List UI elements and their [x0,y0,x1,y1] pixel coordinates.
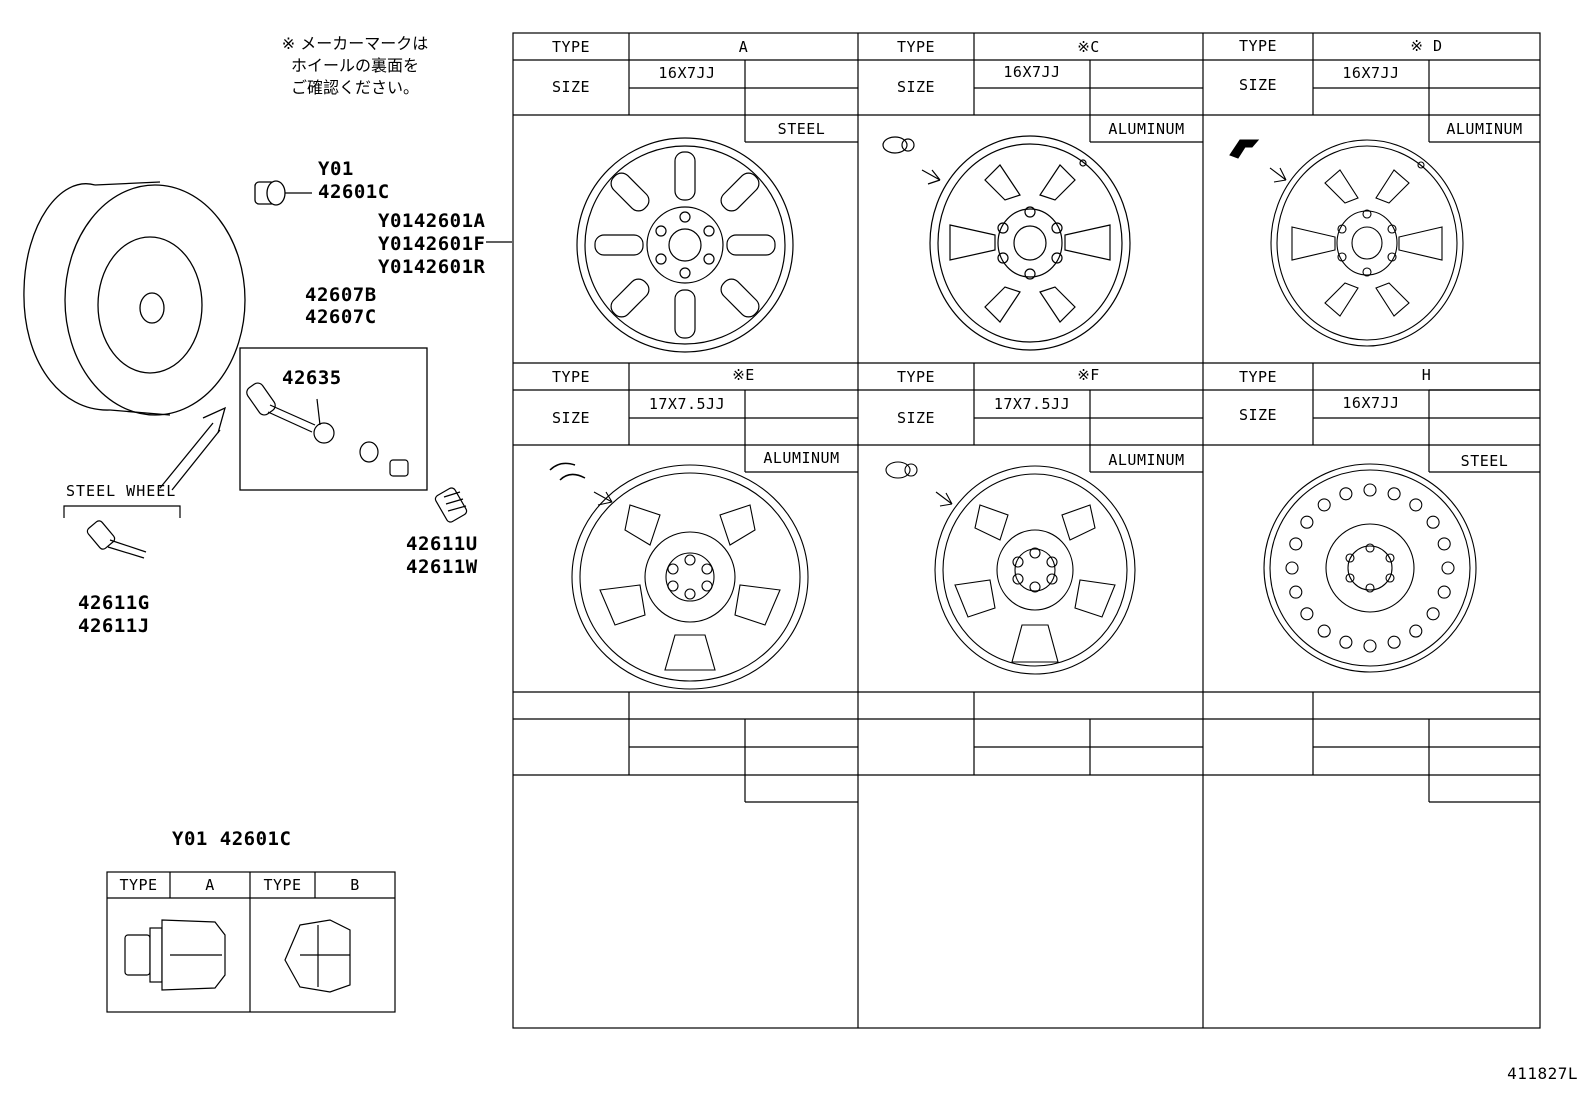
size-label-e: SIZE [551,409,591,427]
nut-type-table-grid [106,871,396,1013]
valve-kit-box [239,347,428,491]
wheel-type-a: A [738,38,749,56]
type-label-a: TYPE [551,38,591,56]
wheel-h-hole [1426,515,1440,529]
part-wheel-id-3[interactable]: Y0142601R [378,256,486,278]
wheel-material-c: ALUMINUM [1108,120,1185,138]
wheel-material-e: ALUMINUM [763,449,840,467]
wheel-h-hole [1387,487,1401,501]
wheel-size-d: 16X7JJ [1342,64,1400,82]
part-valve-steel-b[interactable]: 42611J [78,615,150,637]
nut-type-a-drawing [124,919,226,991]
wheel-drum-drawing [23,181,246,416]
part-valve-core[interactable]: 42635 [282,367,342,389]
wheel-f-drawing [885,461,1136,675]
wheel-h-hole [1289,537,1303,551]
wheel-material-d: ALUMINUM [1446,120,1523,138]
part-valve-steel-a[interactable]: 42611G [78,592,150,614]
part-wheel-id-2[interactable]: Y0142601F [378,233,486,255]
type-label-f: TYPE [896,368,936,386]
wheel-type-d: ※ D [1410,37,1443,55]
part-nut-label-a[interactable]: Y01 [318,158,354,180]
type-label-d: TYPE [1238,37,1278,55]
nut-table-type-b: B [350,876,360,894]
maker-mark-note: ※ メーカーマークは ホイールの裏面を ご確認ください。 [245,33,465,99]
type-label-h: TYPE [1238,368,1278,386]
wheel-h-hole [1409,498,1423,512]
size-label-f: SIZE [896,409,936,427]
wheel-a-drawing [576,137,794,353]
nut-table-type-label-b: TYPE [263,876,302,894]
note-line-2: ホイールの裏面を [290,56,419,75]
wheel-h-hole [1437,585,1451,599]
wheel-h-hole [1285,561,1299,575]
part-wheel-id-1[interactable]: Y0142601A [378,210,486,232]
wheel-size-h: 16X7JJ [1342,394,1400,412]
note-line-1: ※ メーカーマークは [281,34,429,53]
steel-wheel-bracket [63,505,181,518]
type-label-e: TYPE [551,368,591,386]
part-valve-set-b[interactable]: 42607C [305,306,377,328]
wheel-type-c: ※C [1077,38,1100,56]
wheel-nut-drawing [254,180,312,206]
wheel-h-hole [1437,537,1451,551]
wheel-h-hole [1426,607,1440,621]
nut-table-type-label-a: TYPE [119,876,158,894]
valve-cap-drawing [434,487,468,523]
part-nut-label-b[interactable]: 42601C [318,181,390,203]
type-label-c: TYPE [896,38,936,56]
wheel-type-h: H [1421,366,1432,384]
valve-kit-drawing [246,382,409,477]
wheel-h-hole [1300,515,1314,529]
wheel-material-f: ALUMINUM [1108,451,1185,469]
wheel-size-c: 16X7JJ [1003,63,1061,81]
wheel-h-hole [1409,624,1423,638]
wheel-h-hole [1387,635,1401,649]
wheel-d-drawing [1229,139,1464,347]
wheel-h-hole [1289,585,1303,599]
wheel-h-hole [1339,635,1353,649]
wheel-size-e: 17X7.5JJ [648,395,726,413]
wheel-h-hole [1317,498,1331,512]
wheel-type-f: ※F [1077,366,1100,384]
nut-type-b-drawing [284,919,351,993]
wheel-h-hole [1300,607,1314,621]
wheel-h-hole [1363,639,1377,653]
nut-table-type-a: A [205,876,215,894]
wheel-size-a: 16X7JJ [658,64,716,82]
steel-valve-drawing [86,520,147,559]
wheel-e-drawing [549,462,809,690]
size-label-d: SIZE [1238,76,1278,94]
size-label-a: SIZE [551,78,591,96]
steel-wheel-label: STEEL WHEEL [66,482,177,500]
parts-illustration [23,180,512,1013]
wheel-h-hole [1363,483,1377,497]
pointer-arrow [159,406,227,491]
size-label-c: SIZE [896,78,936,96]
part-valve-set-a[interactable]: 42607B [305,284,377,306]
wheel-size-f: 17X7.5JJ [993,395,1071,413]
diagram-code: 411827L [1507,1064,1578,1083]
part-valve-alt-b[interactable]: 42611W [406,556,478,578]
wheel-h-hole [1317,624,1331,638]
wheel-c-drawing [882,135,1131,351]
nut-table-title[interactable]: Y01 42601C [172,828,292,850]
part-valve-alt-a[interactable]: 42611U [406,533,478,555]
wheel-h-hole [1339,487,1353,501]
wheel-material-h: STEEL [1460,452,1509,470]
note-line-3: ご確認ください。 [290,78,419,97]
wheel-h-drawing [1263,463,1477,673]
wheel-h-hole [1441,561,1455,575]
wheel-material-a: STEEL [777,120,826,138]
wheel-type-e: ※E [732,366,755,384]
size-label-h: SIZE [1238,406,1278,424]
